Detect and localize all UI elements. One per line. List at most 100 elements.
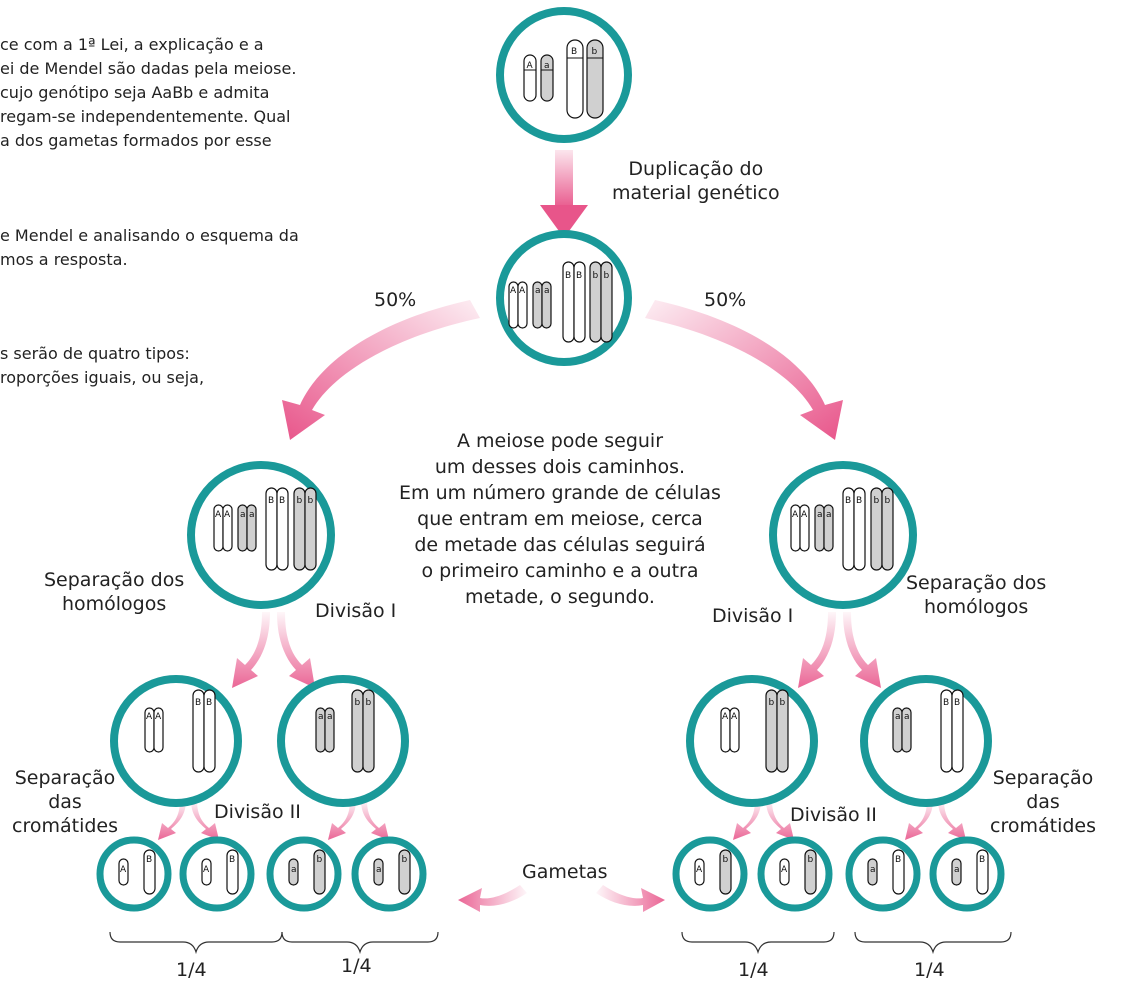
svg-text:a: a: [895, 712, 901, 722]
svg-text:A: A: [203, 865, 210, 875]
gamete-3: a b: [266, 836, 342, 912]
svg-text:B: B: [195, 698, 201, 708]
fraction-3: 1/4: [738, 959, 769, 981]
svg-text:b: b: [769, 698, 775, 708]
left-percentage: 50%: [374, 289, 417, 311]
svg-text:B: B: [565, 271, 571, 281]
svg-text:a: a: [291, 865, 297, 875]
allele-a: a: [544, 61, 550, 71]
division1-right: Divisão I: [712, 605, 794, 627]
division2-left: Divisão II: [214, 801, 301, 823]
svg-text:a: a: [870, 865, 876, 875]
intro-line: regam-se independentemente. Qual: [0, 107, 291, 126]
center-line: um desses dois caminhos.: [434, 456, 686, 478]
svg-text:B: B: [146, 855, 152, 865]
intro-line: s serão de quatro tipos:: [0, 344, 190, 363]
arrows-division1-right: [798, 612, 881, 688]
label-line: Separação dos: [906, 572, 1047, 594]
svg-text:A: A: [155, 712, 162, 722]
svg-text:B: B: [229, 855, 235, 865]
arrows-division2: [158, 800, 966, 840]
center-line: Em um número grande de células: [399, 482, 721, 504]
arrow-right-path: [645, 300, 843, 440]
svg-text:A: A: [731, 712, 738, 722]
division2-right: Divisão II: [790, 804, 877, 826]
svg-text:b: b: [297, 496, 303, 506]
intro-line: e Mendel e analisando o esquema da: [0, 226, 299, 245]
svg-text:a: a: [240, 510, 246, 520]
svg-text:a: a: [327, 712, 333, 722]
svg-text:A: A: [781, 865, 788, 875]
svg-text:a: a: [535, 286, 541, 296]
duplication-line: material genético: [612, 182, 780, 204]
right-percentage: 50%: [704, 289, 747, 311]
svg-text:B: B: [268, 496, 274, 506]
svg-text:b: b: [402, 855, 408, 865]
intro-paragraph-3: s serão de quatro tipos: roporções iguai…: [0, 342, 310, 390]
allele-b: b: [592, 47, 598, 57]
intro-line: cujo genótipo seja AaBb e admita: [0, 83, 270, 102]
svg-text:b: b: [355, 698, 361, 708]
svg-text:b: b: [604, 271, 610, 281]
svg-text:B: B: [845, 496, 851, 506]
svg-text:b: b: [874, 496, 880, 506]
svg-text:a: a: [817, 510, 823, 520]
svg-text:A: A: [215, 510, 222, 520]
svg-text:A: A: [510, 286, 517, 296]
svg-text:A: A: [146, 712, 153, 722]
sep-homologs-left: Separação dos homólogos: [44, 568, 184, 616]
svg-text:b: b: [366, 698, 372, 708]
fraction-4: 1/4: [914, 959, 945, 981]
label-line: homólogos: [923, 596, 1029, 618]
svg-text:B: B: [979, 855, 985, 865]
svg-text:a: a: [318, 712, 324, 722]
arrow-duplication: [540, 150, 588, 238]
arrows-division1-left: [232, 612, 315, 688]
svg-text:a: a: [826, 510, 832, 520]
svg-text:b: b: [885, 496, 891, 506]
sep-chromatids-left: Separação das cromátides: [12, 766, 118, 838]
sep-homologs-right: Separação dos homólogos: [906, 571, 1046, 619]
intro-paragraph-2: e Mendel e analisando o esquema da mos a…: [0, 224, 380, 272]
fraction-2: 1/4: [341, 955, 372, 977]
intro-line: mos a resposta.: [0, 250, 128, 269]
arrow-left-path: [282, 300, 480, 440]
svg-text:B: B: [943, 698, 949, 708]
label-line: Separação: [992, 767, 1094, 789]
center-line: de metade das células seguirá: [414, 534, 706, 556]
sep-chromatids-right: Separação das cromátides: [990, 766, 1096, 838]
svg-text:A: A: [519, 286, 526, 296]
gamete-1: A B: [96, 836, 172, 912]
intro-line: a dos gametas formados por esse: [0, 131, 272, 150]
svg-text:A: A: [722, 712, 729, 722]
intro-paragraph-1: ce com a 1ª Lei, a explicação e a ei de …: [0, 33, 380, 153]
label-line: Separação: [14, 767, 116, 789]
duplication-line: Duplicação do: [628, 158, 764, 180]
intro-line: ce com a 1ª Lei, a explicação e a: [0, 35, 264, 54]
svg-text:A: A: [224, 510, 231, 520]
fraction-braces: [109, 931, 1012, 955]
svg-text:B: B: [576, 271, 582, 281]
intro-line: roporções iguais, ou seja,: [0, 368, 205, 387]
center-explanation: A meiose pode seguir um desses dois cami…: [360, 428, 760, 610]
fraction-1: 1/4: [176, 959, 207, 981]
svg-text:B: B: [206, 698, 212, 708]
label-line: cromátides: [990, 815, 1096, 837]
gamete-5: A b: [672, 836, 748, 912]
cell-initial: A a B b: [496, 7, 632, 143]
gamete-4: a b: [351, 836, 427, 912]
svg-text:a: a: [376, 865, 382, 875]
svg-text:b: b: [308, 496, 314, 506]
svg-text:A: A: [801, 510, 808, 520]
gamete-7: a B: [845, 836, 921, 912]
center-line: que entram em meiose, cerca: [417, 508, 703, 530]
gamete-6: A b: [757, 836, 833, 912]
svg-text:B: B: [856, 496, 862, 506]
